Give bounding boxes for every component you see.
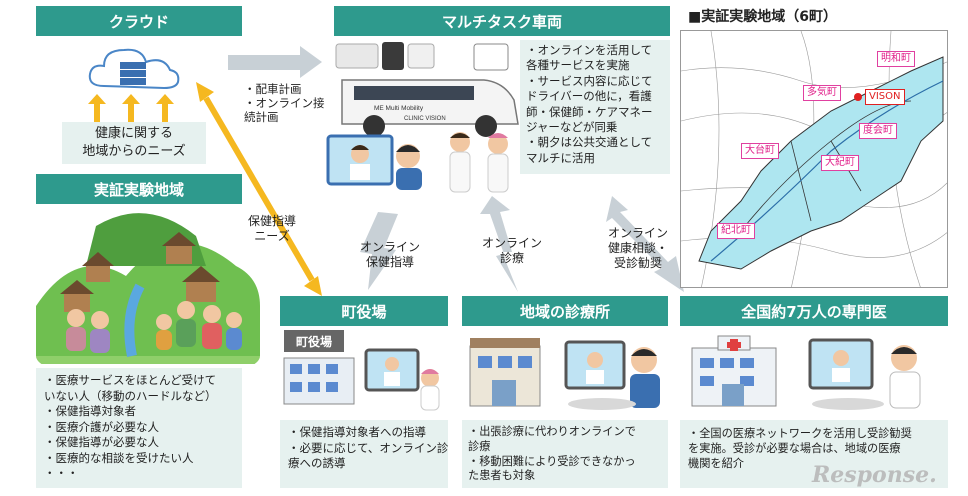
vehicle-item: ・サービス内容に応じて xyxy=(526,73,653,88)
town-hall-item: ・保健指導対象者への指導 xyxy=(288,425,426,439)
cloud-to-vehicle-arrow xyxy=(228,46,322,78)
response-watermark: Response. xyxy=(812,462,937,488)
vison-marker xyxy=(854,93,862,101)
town-hall-sign: 町役場 xyxy=(296,334,332,349)
town-watarai: 度会町 xyxy=(859,123,897,139)
town-hall-header: 町役場 xyxy=(280,296,448,326)
vehicle-item: ・朝夕は公共交通として xyxy=(526,135,653,150)
clinic-header: 地域の診療所 xyxy=(462,296,668,326)
town-taki: 多気町 xyxy=(803,85,841,101)
dispatch-line: ・配車計画 xyxy=(244,82,302,96)
region-item: ・保健指導が必要な人 xyxy=(44,435,159,449)
clinic-item: 診療 xyxy=(468,439,491,453)
staff-illustration xyxy=(326,132,509,193)
clinic-item: ・移動困難により受診できなかっ xyxy=(468,454,636,468)
vehicle-header: マルチタスク車両 xyxy=(334,6,670,36)
region-header: 実証実験地域 xyxy=(36,174,242,204)
town-kihoku: 紀北町 xyxy=(717,223,755,239)
online-guidance-label: オンライン 保健指導 xyxy=(360,240,421,269)
town-vison: VISON xyxy=(865,89,905,105)
clinic-illustration xyxy=(469,338,660,410)
consult-arrow xyxy=(606,196,684,292)
region-title: 実証実験地域 xyxy=(93,180,184,199)
online-diagnosis-label: オンライン 診療 xyxy=(482,236,543,265)
region-map xyxy=(681,31,947,287)
region-item: ・医療介護が必要な人 xyxy=(44,419,159,434)
van-label: ME Multi Mobility xyxy=(374,105,424,112)
town-hall-notes: ・保健指導対象者への指導 ・必要に応じて、オンライン診 療への誘導 xyxy=(280,420,448,488)
town-hall-title: 町役場 xyxy=(341,302,387,321)
map-panel: 明和町 多気町 VISON 度会町 大台町 大紀町 紀北町 xyxy=(680,30,948,288)
region-item: ・・・ xyxy=(44,466,79,480)
people-group xyxy=(66,301,242,353)
cloud-title: クラウド xyxy=(108,12,169,31)
vehicle-item: 各種サービスを実施 xyxy=(526,58,630,73)
region-item: いない人（移動のハードルなど） xyxy=(44,388,217,403)
town-hall-item: 療への誘導 xyxy=(288,456,346,470)
upload-arrows xyxy=(88,94,174,122)
specialists-item: を実施。受診が必要な場合は、地域の医療 xyxy=(688,442,901,455)
dispatch-plan-text: ・配車計画 ・オンライン接 続計画 xyxy=(244,82,325,124)
town-taiki: 大紀町 xyxy=(821,155,859,171)
clinic-title: 地域の診療所 xyxy=(519,302,610,321)
clinic-item: ・出張診療に代わりオンラインで xyxy=(468,425,636,438)
online-consult-label: オンライン 健康相談・ 受診勧奨 xyxy=(608,226,669,270)
guidance-arrow xyxy=(360,212,398,290)
cloud-header: クラウド xyxy=(36,6,242,36)
dispatch-line: 続計画 xyxy=(244,110,279,124)
vehicle-item: ・オンラインを活用して xyxy=(526,43,653,57)
map-title: ■実証実験地域（6町） xyxy=(688,9,837,25)
vehicle-item: ドライバーの他に，看護 xyxy=(526,89,652,104)
health-needs-box: 健康に関する 地域からのニーズ xyxy=(62,122,206,164)
specialists-item: 機関を紹介 xyxy=(688,457,744,470)
specialists-notes: ・全国の医療ネットワークを活用し受診勧奨 を実施。受診が必要な場合は、地域の医療… xyxy=(680,420,948,488)
specialists-header: 全国約7万人の専門医 xyxy=(680,296,948,326)
region-needs-list: ・医療サービスをほとんど受けて いない人（移動のハードルなど） ・保健指導対象者… xyxy=(36,368,242,488)
health-needs-label: 保健指導 ニーズ xyxy=(248,214,297,243)
dispatch-line: ・オンライン接 xyxy=(244,96,325,110)
specialists-item: ・全国の医療ネットワークを活用し受診勧奨 xyxy=(688,427,912,440)
vehicle-notes: ・オンラインを活用して 各種サービスを実施 ・サービス内容に応じて ドライバーの… xyxy=(520,40,670,174)
diagnosis-arrow xyxy=(480,196,518,292)
region-item: ・医療サービスをほとんど受けて xyxy=(44,373,217,387)
specialists-illustration xyxy=(691,335,921,410)
vehicle-item: ジャーなどが同乗 xyxy=(526,120,618,135)
specialists-title: 全国約7万人の専門医 xyxy=(741,302,887,321)
vehicle-item: マルチに活用 xyxy=(526,150,595,165)
vehicle-item: 師・保健師・ケアマネー xyxy=(526,104,653,119)
town-hall-item: ・必要に応じて、オンライン診 xyxy=(288,440,449,455)
health-needs-arrow xyxy=(203,96,315,282)
cloud-icon xyxy=(88,48,180,90)
town-odai: 大台町 xyxy=(741,143,779,159)
needs-line2: 地域からのニーズ xyxy=(82,144,186,159)
vehicle-title: マルチタスク車両 xyxy=(441,12,562,31)
van-illustration: ME Multi Mobility CLINIC VISION xyxy=(335,42,519,137)
region-item: ・保健指導対象者 xyxy=(44,404,136,418)
van-label-2: CLINIC VISION xyxy=(404,116,446,122)
region-item: ・医療的な相談を受けたい人 xyxy=(44,450,194,465)
clinic-notes: ・出張診療に代わりオンラインで 診療 ・移動困難により受診できなかっ た患者も対… xyxy=(462,420,668,488)
clinic-item: た患者も対象 xyxy=(468,469,536,483)
village-illustration xyxy=(36,213,260,364)
town-hall-illustration: 町役場 xyxy=(283,330,440,411)
needs-line1: 健康に関する xyxy=(94,126,173,141)
town-meiwa: 明和町 xyxy=(877,51,915,67)
